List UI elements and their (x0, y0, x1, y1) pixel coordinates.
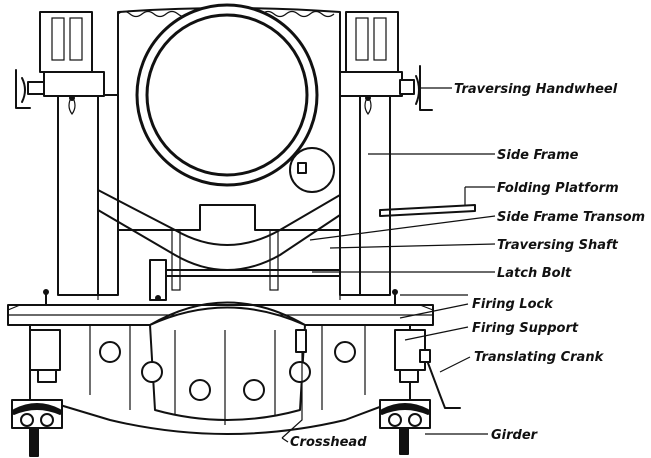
label-translating-crank: Translating Crank (474, 350, 605, 365)
traversing-shaft (149, 259, 341, 301)
label-firing-lock: Firing Lock (472, 297, 554, 312)
gun-tube (135, 3, 319, 187)
label-side-frame-transom: Side Frame Transom (497, 210, 645, 225)
label-firing-support: Firing Support (472, 321, 579, 336)
label-side-frame: Side Frame (497, 148, 579, 163)
label-traversing-handwheel: Traversing Handwheel (454, 82, 618, 97)
label-folding-platform: Folding Platform (497, 181, 619, 196)
leader-lines (281, 87, 496, 443)
folding-platform (379, 204, 476, 217)
firing-support-left (29, 329, 61, 383)
side-frame-left (15, 11, 119, 296)
translating-crank (419, 349, 461, 409)
label-latch-bolt: Latch Bolt (497, 266, 572, 281)
label-traversing-shaft: Traversing Shaft (497, 238, 619, 253)
lower-carriage (29, 301, 411, 439)
girder-left (11, 399, 63, 457)
trunnion-cover (289, 147, 335, 193)
label-crosshead: Crosshead (290, 435, 367, 450)
label-girder: Girder (491, 428, 539, 443)
girder-right (379, 399, 431, 455)
side-frame-right (339, 11, 433, 296)
